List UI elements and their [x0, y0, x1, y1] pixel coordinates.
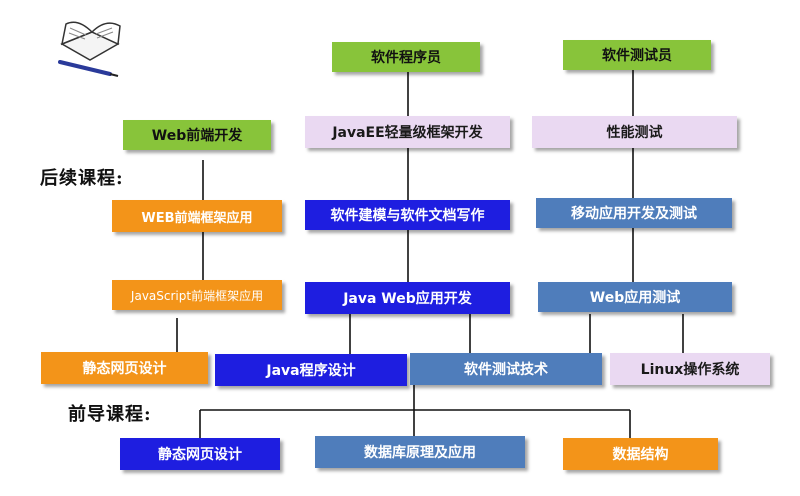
course-web-frontend-box: Web前端开发: [123, 120, 271, 150]
prereq-data-structures-box: 数据结构: [563, 438, 718, 470]
career-programmer-box: 软件程序员: [332, 42, 480, 72]
course-web-testing-box: Web应用测试: [538, 282, 732, 312]
career-tester-box: 软件测试员: [563, 40, 711, 70]
course-web-framework-box: WEB前端框架应用: [112, 200, 282, 232]
course-performance-testing-box: 性能测试: [532, 116, 737, 148]
course-linux-os-box: Linux操作系统: [610, 353, 770, 385]
prereq-static-web-design-box: 静态网页设计: [120, 438, 280, 470]
prerequisite-courses-label: 前导课程:: [68, 404, 152, 425]
open-book-with-pen-icon: [58, 21, 121, 77]
prereq-database-box: 数据库原理及应用: [315, 436, 525, 468]
followup-courses-label: 后续课程:: [40, 168, 124, 189]
course-java-programming-box: Java程序设计: [215, 354, 407, 386]
course-testing-technology-box: 软件测试技术: [410, 353, 602, 385]
course-java-web-box: Java Web应用开发: [305, 282, 510, 314]
course-js-framework-box: JavaScript前端框架应用: [112, 280, 282, 310]
course-mobile-dev-test-box: 移动应用开发及测试: [536, 198, 732, 228]
course-static-web-design-box: 静态网页设计: [41, 352, 208, 384]
course-javaee-box: JavaEE轻量级框架开发: [305, 116, 510, 148]
course-modeling-docs-box: 软件建模与软件文档写作: [305, 200, 510, 230]
